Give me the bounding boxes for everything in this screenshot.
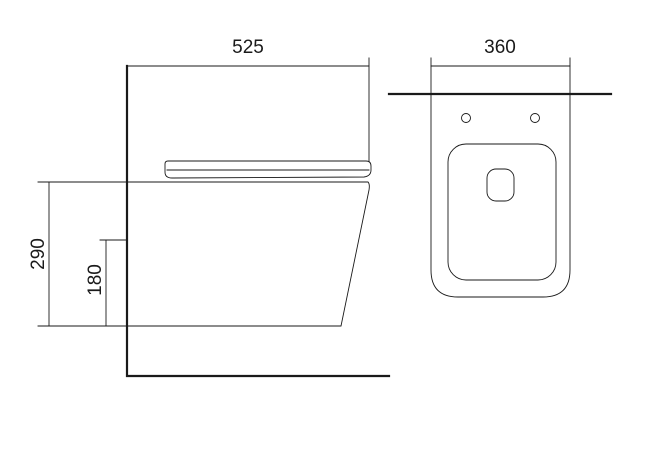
mounting-hole-left: [461, 113, 471, 123]
drain-outlet: [486, 168, 515, 202]
inlet-dimension-label: 180: [85, 264, 106, 296]
bowl-outer-outline: [430, 93, 571, 298]
wall-line: [125, 64, 391, 378]
side-view: 525 290 180: [28, 37, 391, 378]
height-dimension-label: 290: [28, 238, 49, 270]
mounting-hole-right: [530, 113, 540, 123]
bowl-body-outline: [126, 181, 370, 327]
top-view: 360: [387, 37, 613, 298]
width-dimension-label: 360: [484, 37, 516, 58]
bowl-inner-outline: [447, 143, 557, 281]
depth-dimension-label: 525: [232, 37, 264, 58]
seat-lid-outline: [164, 160, 372, 179]
